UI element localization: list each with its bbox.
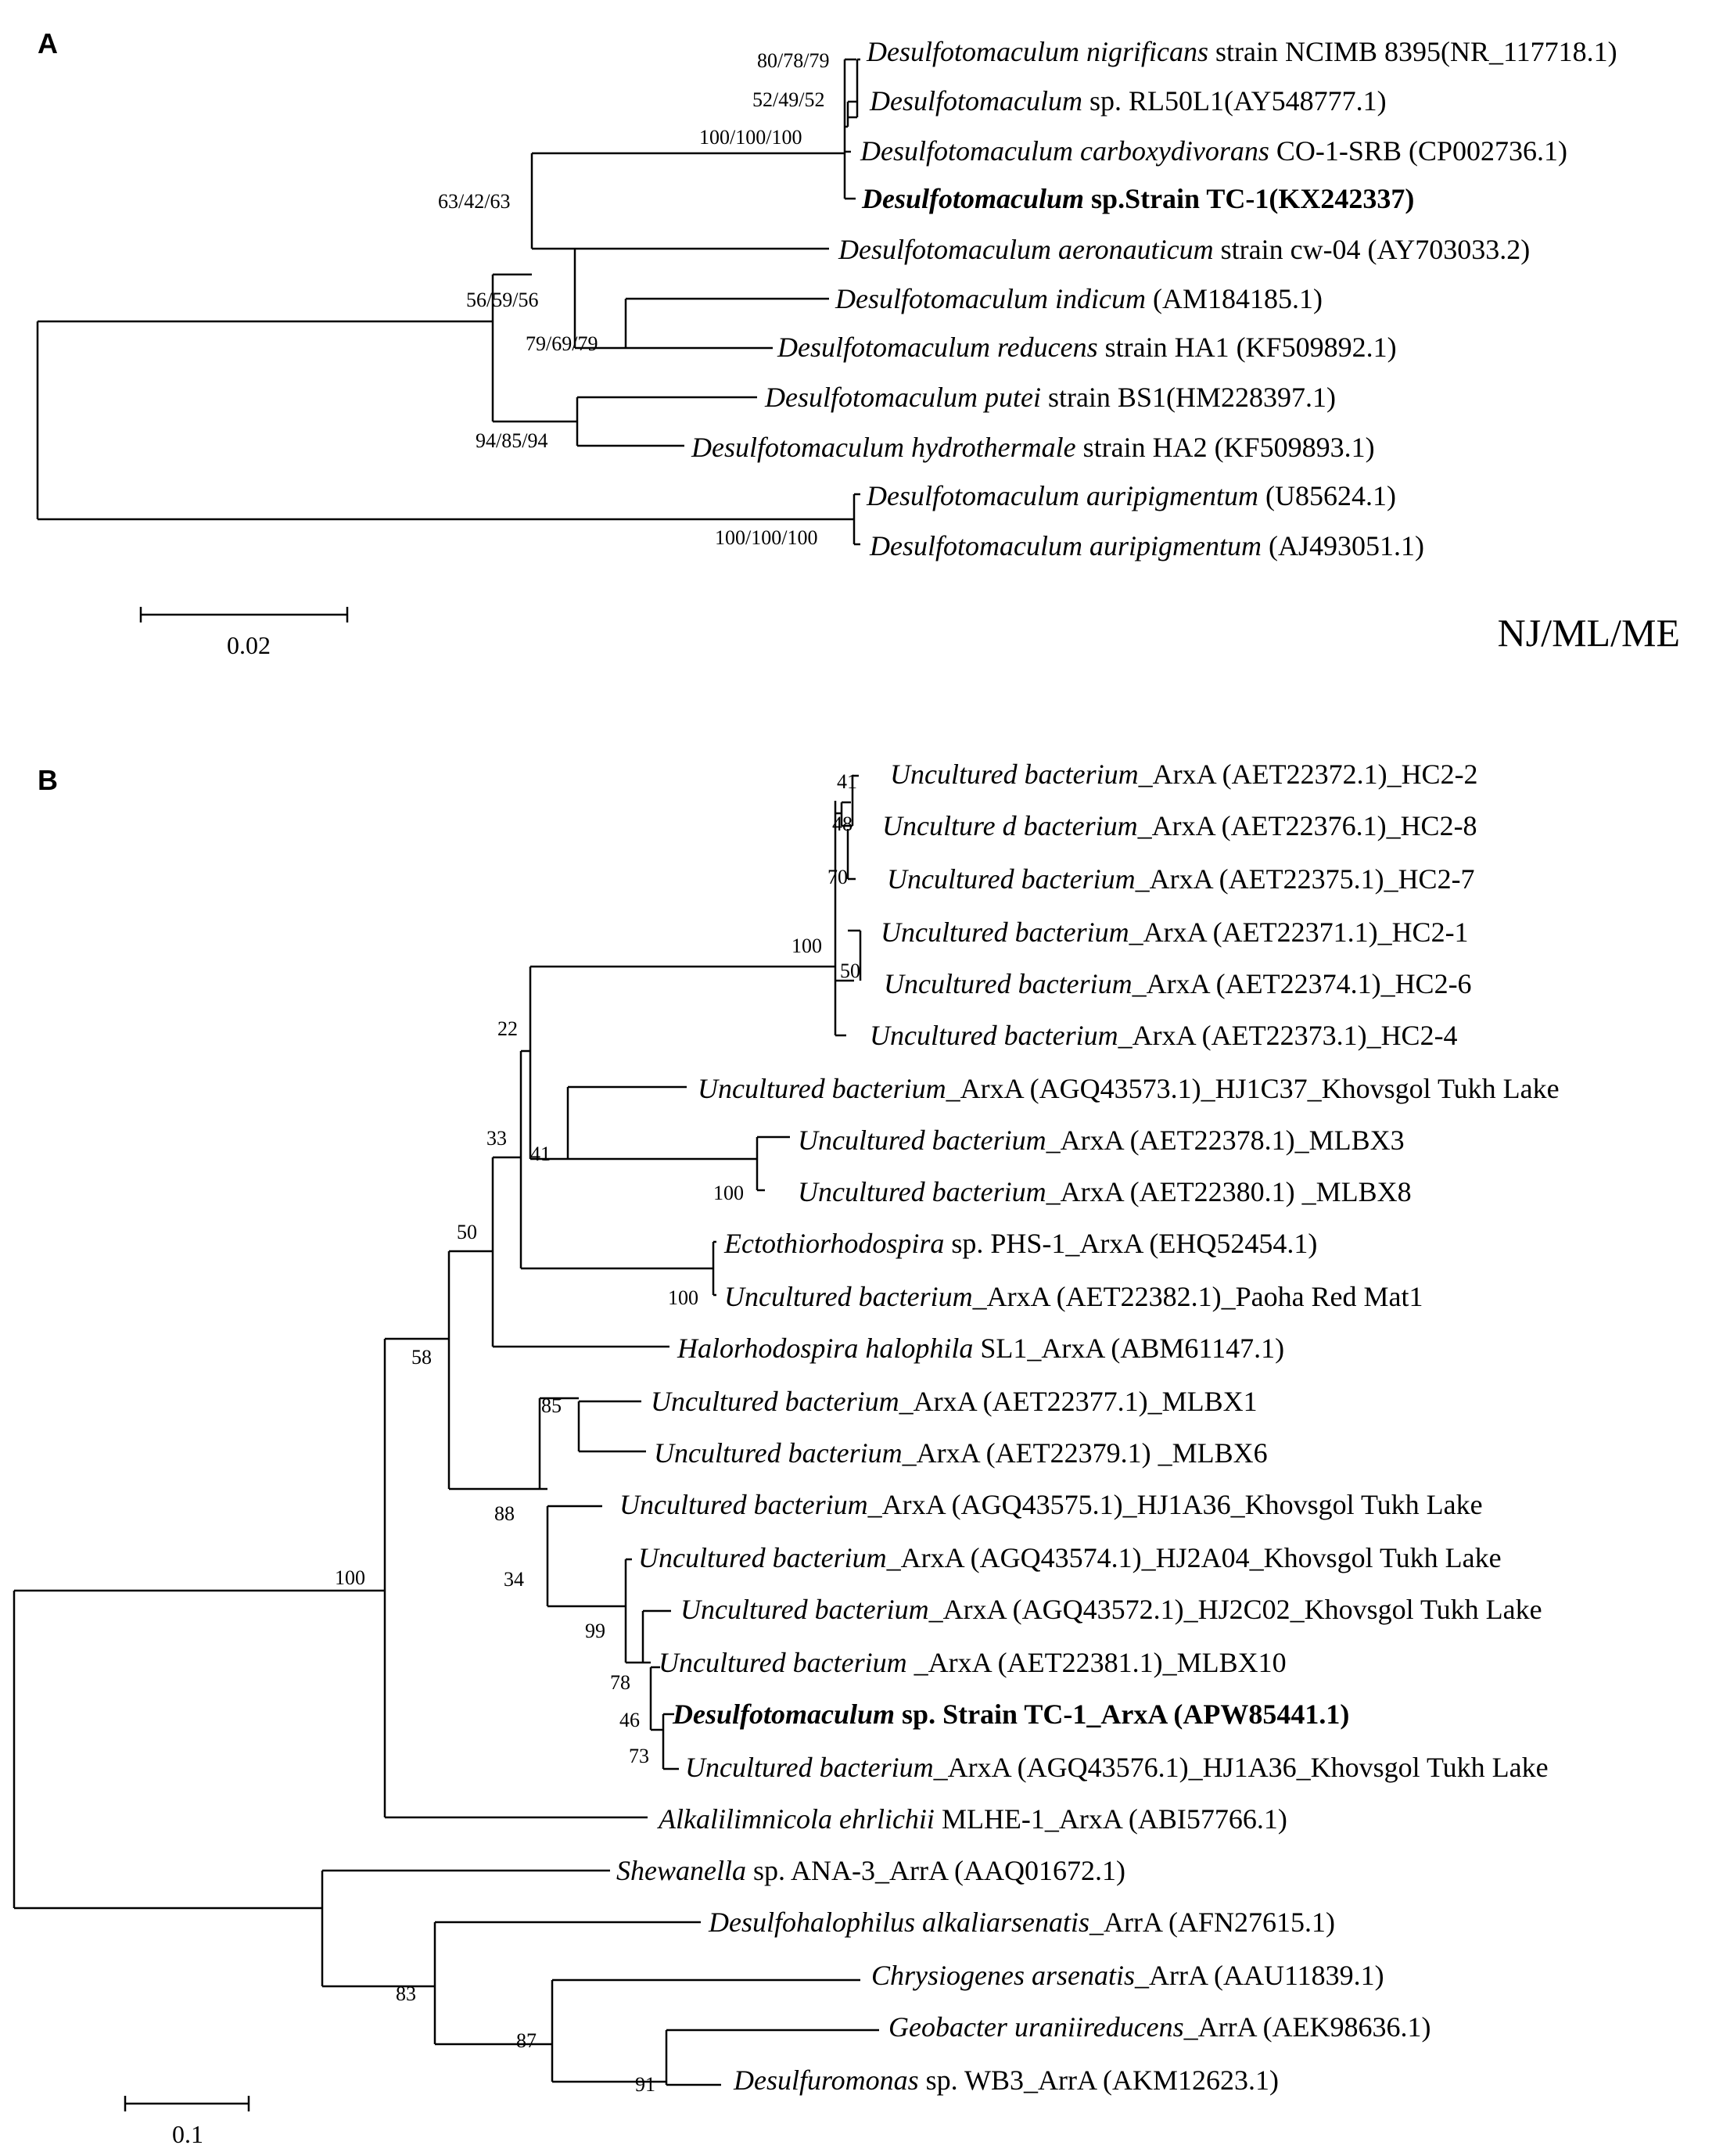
support-b-10: 100 <box>668 1286 698 1309</box>
leaf-b-19: Uncultured bacterium_ArxA (AGQ43576.1)_H… <box>685 1752 1549 1783</box>
leaf-b-17: Uncultured bacterium _ArxA (AET22381.1)_… <box>659 1647 1287 1678</box>
leaf-b-5: Uncultured bacterium_ArxA (AET22373.1)_H… <box>870 1020 1458 1051</box>
leaf-a-2: Desulfotomaculum carboxydivorans CO-1-SR… <box>860 135 1567 167</box>
support-a-2: 100/100/100 <box>699 126 802 149</box>
leaf-b-20: Alkalilimnicola ehrlichii MLHE-1_ArxA (A… <box>657 1803 1287 1835</box>
support-b-13: 88 <box>494 1502 515 1525</box>
support-b-14: 34 <box>504 1568 524 1591</box>
support-b-8: 100 <box>713 1182 744 1204</box>
leaf-b-6: Uncultured bacterium_ArxA (AGQ43573.1)_H… <box>698 1073 1560 1104</box>
support-b-19: 100 <box>335 1566 365 1589</box>
support-b-3: 100 <box>792 935 822 957</box>
support-b-16: 78 <box>610 1671 630 1694</box>
support-b-15: 99 <box>585 1620 605 1642</box>
support-b-12: 85 <box>541 1394 562 1417</box>
leaf-b-18-highlighted: Desulfotomaculum sp. Strain TC-1_ArxA (A… <box>672 1699 1349 1730</box>
leaf-b-16: Uncultured bacterium_ArxA (AGQ43572.1)_H… <box>680 1594 1542 1625</box>
support-b-9: 50 <box>457 1221 477 1243</box>
leaf-a-9: Desulfotomaculum auripigmentum (U85624.1… <box>866 480 1396 511</box>
support-a-0: 80/78/79 <box>757 49 829 72</box>
leaf-b-23: Chrysiogenes arsenatis_ArrA (AAU11839.1) <box>871 1960 1384 1991</box>
leaf-b-14: Uncultured bacterium_ArxA (AGQ43575.1)_H… <box>619 1489 1483 1520</box>
support-a-1: 52/49/52 <box>752 88 824 111</box>
leaf-b-11: Halorhodospira halophila SL1_ArxA (ABM61… <box>677 1333 1284 1364</box>
leaf-b-0: Uncultured bacterium_ArxA (AET22372.1)_H… <box>890 759 1478 790</box>
leaf-b-10: Uncultured bacterium_ArxA (AET22382.1)_P… <box>724 1281 1423 1312</box>
support-b-6: 33 <box>486 1127 507 1150</box>
panel-a-label: A <box>38 27 58 59</box>
leaf-b-25: Desulfuromonas sp. WB3_ArrA (AKM12623.1) <box>733 2065 1279 2096</box>
support-b-22: 91 <box>635 2073 655 2096</box>
leaf-b-22: Desulfohalophilus alkaliarsenatis_ArrA (… <box>708 1907 1335 1938</box>
support-a-4: 56/59/56 <box>466 289 538 311</box>
support-b-7: 41 <box>530 1143 551 1165</box>
support-b-4: 50 <box>840 960 860 982</box>
leaf-a-5: Desulfotomaculum indicum (AM184185.1) <box>835 283 1323 314</box>
leaf-b-1: Unculture d bacterium_ArxA (AET22376.1)_… <box>882 810 1477 841</box>
leaf-b-9: Ectothiorhodospira sp. PHS-1_ArxA (EHQ52… <box>723 1228 1317 1259</box>
support-b-17: 46 <box>619 1709 640 1731</box>
support-a-6: 94/85/94 <box>476 429 547 452</box>
scale-bar-b <box>124 2096 250 2111</box>
leaf-b-21: Shewanella sp. ANA-3_ArrA (AAQ01672.1) <box>616 1855 1125 1886</box>
support-a-3: 63/42/63 <box>438 190 510 213</box>
scale-label-a: 0.02 <box>227 631 271 659</box>
panel-a-branches <box>36 58 860 546</box>
panel-b-label: B <box>38 764 58 796</box>
leaf-a-10: Desulfotomaculum auripigmentum (AJ493051… <box>869 530 1424 561</box>
support-b-21: 87 <box>516 2029 537 2052</box>
leaf-a-6: Desulfotomaculum reducens strain HA1 (KF… <box>777 332 1397 363</box>
leaf-b-2: Uncultured bacterium_ArxA (AET22375.1)_H… <box>887 863 1475 895</box>
leaf-a-7: Desulfotomaculum putei strain BS1(HM2283… <box>764 382 1336 413</box>
leaf-b-15: Uncultured bacterium_ArxA (AGQ43574.1)_H… <box>638 1542 1502 1573</box>
support-b-11: 58 <box>411 1346 432 1369</box>
leaf-a-1: Desulfotomaculum sp. RL50L1(AY548777.1) <box>869 85 1387 117</box>
support-a-5: 79/69/79 <box>526 332 598 355</box>
support-b-18: 73 <box>629 1745 649 1767</box>
support-b-0: 41 <box>837 770 857 793</box>
panel-b-branches <box>13 774 879 2086</box>
leaf-b-8: Uncultured bacterium_ArxA (AET22380.1) _… <box>798 1176 1412 1207</box>
leaf-b-3: Uncultured bacterium_ArxA (AET22371.1)_H… <box>881 917 1469 948</box>
scale-label-b: 0.1 <box>172 2120 203 2148</box>
leaf-a-4: Desulfotomaculum aeronauticum strain cw-… <box>838 234 1530 265</box>
leaf-b-12: Uncultured bacterium_ArxA (AET22377.1)_M… <box>651 1386 1258 1417</box>
support-a-7: 100/100/100 <box>715 526 817 549</box>
support-b-2: 70 <box>827 866 848 888</box>
leaf-a-0: Desulfotomaculum nigrificans strain NCIM… <box>866 36 1617 67</box>
leaf-b-24: Geobacter uraniireducens_ArrA (AEK98636.… <box>888 2011 1431 2043</box>
leaf-a-3-highlighted: Desulfotomaculum sp.Strain TC-1(KX242337… <box>861 183 1414 214</box>
leaf-a-8: Desulfotomaculum hydrothermale strain HA… <box>691 432 1375 463</box>
scale-bar-a <box>139 607 349 622</box>
leaf-b-13: Uncultured bacterium_ArxA (AET22379.1) _… <box>654 1437 1268 1469</box>
support-b-1: 48 <box>832 813 853 835</box>
support-b-5: 22 <box>497 1017 518 1040</box>
leaf-b-4: Uncultured bacterium_ArxA (AET22374.1)_H… <box>884 968 1472 999</box>
leaf-b-7: Uncultured bacterium_ArxA (AET22378.1)_M… <box>798 1125 1405 1156</box>
method-label: NJ/ML/ME <box>1498 611 1680 655</box>
support-b-20: 83 <box>396 1982 416 2005</box>
